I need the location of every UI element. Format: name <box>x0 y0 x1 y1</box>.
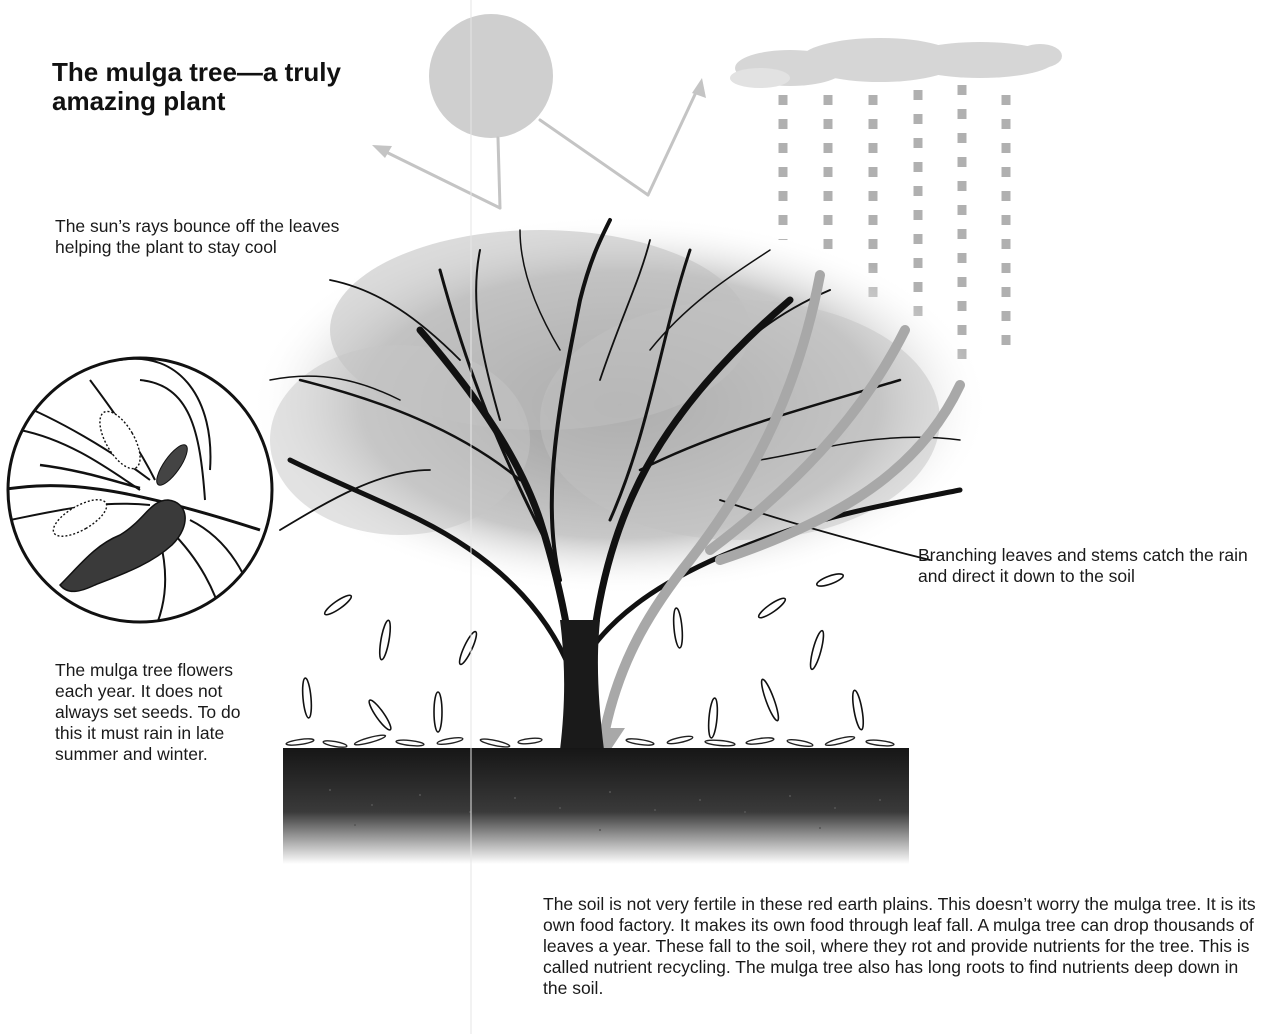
tree-canopy <box>250 215 990 595</box>
soil-block <box>283 748 909 864</box>
caption-sun-rays: The sun’s rays bounce off the leaves hel… <box>55 216 385 258</box>
tree-trunk <box>560 620 604 750</box>
page-title: The mulga tree—a truly amazing plant <box>52 58 412 116</box>
cloud <box>730 38 1062 88</box>
sun <box>429 14 553 138</box>
caption-branching-leaves: Branching leaves and stems catch the rai… <box>918 545 1248 587</box>
flower-inset-circle <box>0 358 272 640</box>
caption-flowering: The mulga tree flowers each year. It doe… <box>55 660 255 765</box>
caption-soil-nutrients: The soil is not very fertile in these re… <box>543 894 1258 999</box>
